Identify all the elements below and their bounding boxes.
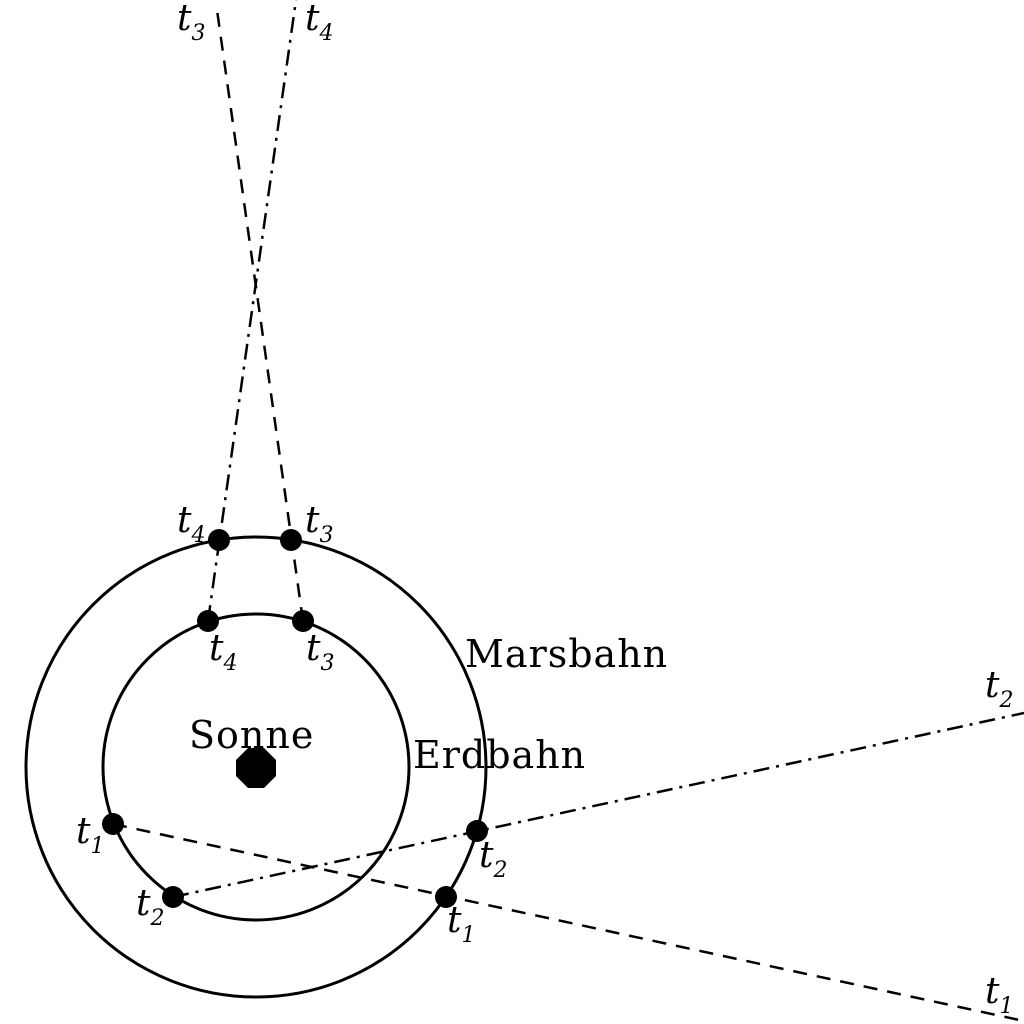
- t3-earth-letter: t: [306, 628, 321, 669]
- earth-orbit-label: Erdbahn: [413, 733, 586, 777]
- t2-right-sub: 2: [998, 688, 1013, 713]
- mars-position-t2: [466, 820, 488, 842]
- t4-label-top: t4: [305, 0, 333, 46]
- t1-earth-sub: 1: [90, 834, 104, 859]
- t2-earth-sub: 2: [149, 906, 164, 931]
- mars-orbit: [24, 535, 488, 999]
- t2-label-earth: t2: [136, 883, 164, 931]
- mars-position-t3: [280, 529, 302, 551]
- mars-position-t4: [208, 529, 230, 551]
- sun-dot: [236, 748, 276, 788]
- t2-label-mars: t2: [479, 835, 507, 883]
- sun-label: Sonne: [189, 713, 314, 757]
- t3-top-sub: 3: [191, 21, 205, 46]
- t4-top-sub: 4: [318, 21, 333, 46]
- t4-mars-sub: 4: [190, 523, 205, 548]
- t2-right-letter: t: [985, 665, 1000, 706]
- t3-label-top: t3: [177, 0, 205, 46]
- t1-right-letter: t: [985, 971, 1000, 1012]
- t2-label-right: t2: [985, 665, 1013, 713]
- t4-label-earth: t4: [209, 628, 237, 676]
- t3-top-letter: t: [177, 0, 192, 39]
- sightline-t3: [215, 9, 305, 622]
- sightline-t1: [112, 822, 1024, 1023]
- mars-orbit-label: Marsbahn: [465, 632, 668, 676]
- t2-earth-letter: t: [136, 883, 151, 924]
- earth-position-t1: [102, 813, 124, 835]
- t3-label-earth: t3: [306, 628, 334, 676]
- t2-mars-letter: t: [479, 835, 494, 876]
- t4-top-letter: t: [305, 0, 320, 39]
- earth-position-t4: [197, 610, 219, 632]
- sightline-t4: [206, 0, 298, 622]
- t2-mars-sub: 2: [492, 858, 507, 883]
- t4-mars-letter: t: [177, 500, 192, 541]
- mars-position-t1: [435, 886, 457, 908]
- t3-mars-letter: t: [305, 500, 320, 541]
- t3-earth-sub: 3: [320, 651, 334, 676]
- t1-label-right: t1: [985, 971, 1013, 1019]
- t3-mars-sub: 3: [319, 523, 333, 548]
- t1-earth-letter: t: [76, 811, 91, 852]
- t1-label-earth: t1: [76, 811, 104, 859]
- t4-earth-letter: t: [209, 628, 224, 669]
- sightline-t2: [172, 711, 1024, 899]
- t1-label-mars: t1: [447, 900, 475, 948]
- t3-label-mars: t3: [305, 500, 333, 548]
- t1-right-sub: 1: [999, 994, 1013, 1019]
- t4-label-mars: t4: [177, 500, 205, 548]
- t1-mars-sub: 1: [461, 923, 475, 948]
- t1-mars-letter: t: [447, 900, 462, 941]
- earth-position-t3: [292, 610, 314, 632]
- earth-orbit: [101, 612, 411, 922]
- t4-earth-sub: 4: [222, 651, 237, 676]
- earth-position-t2: [162, 886, 184, 908]
